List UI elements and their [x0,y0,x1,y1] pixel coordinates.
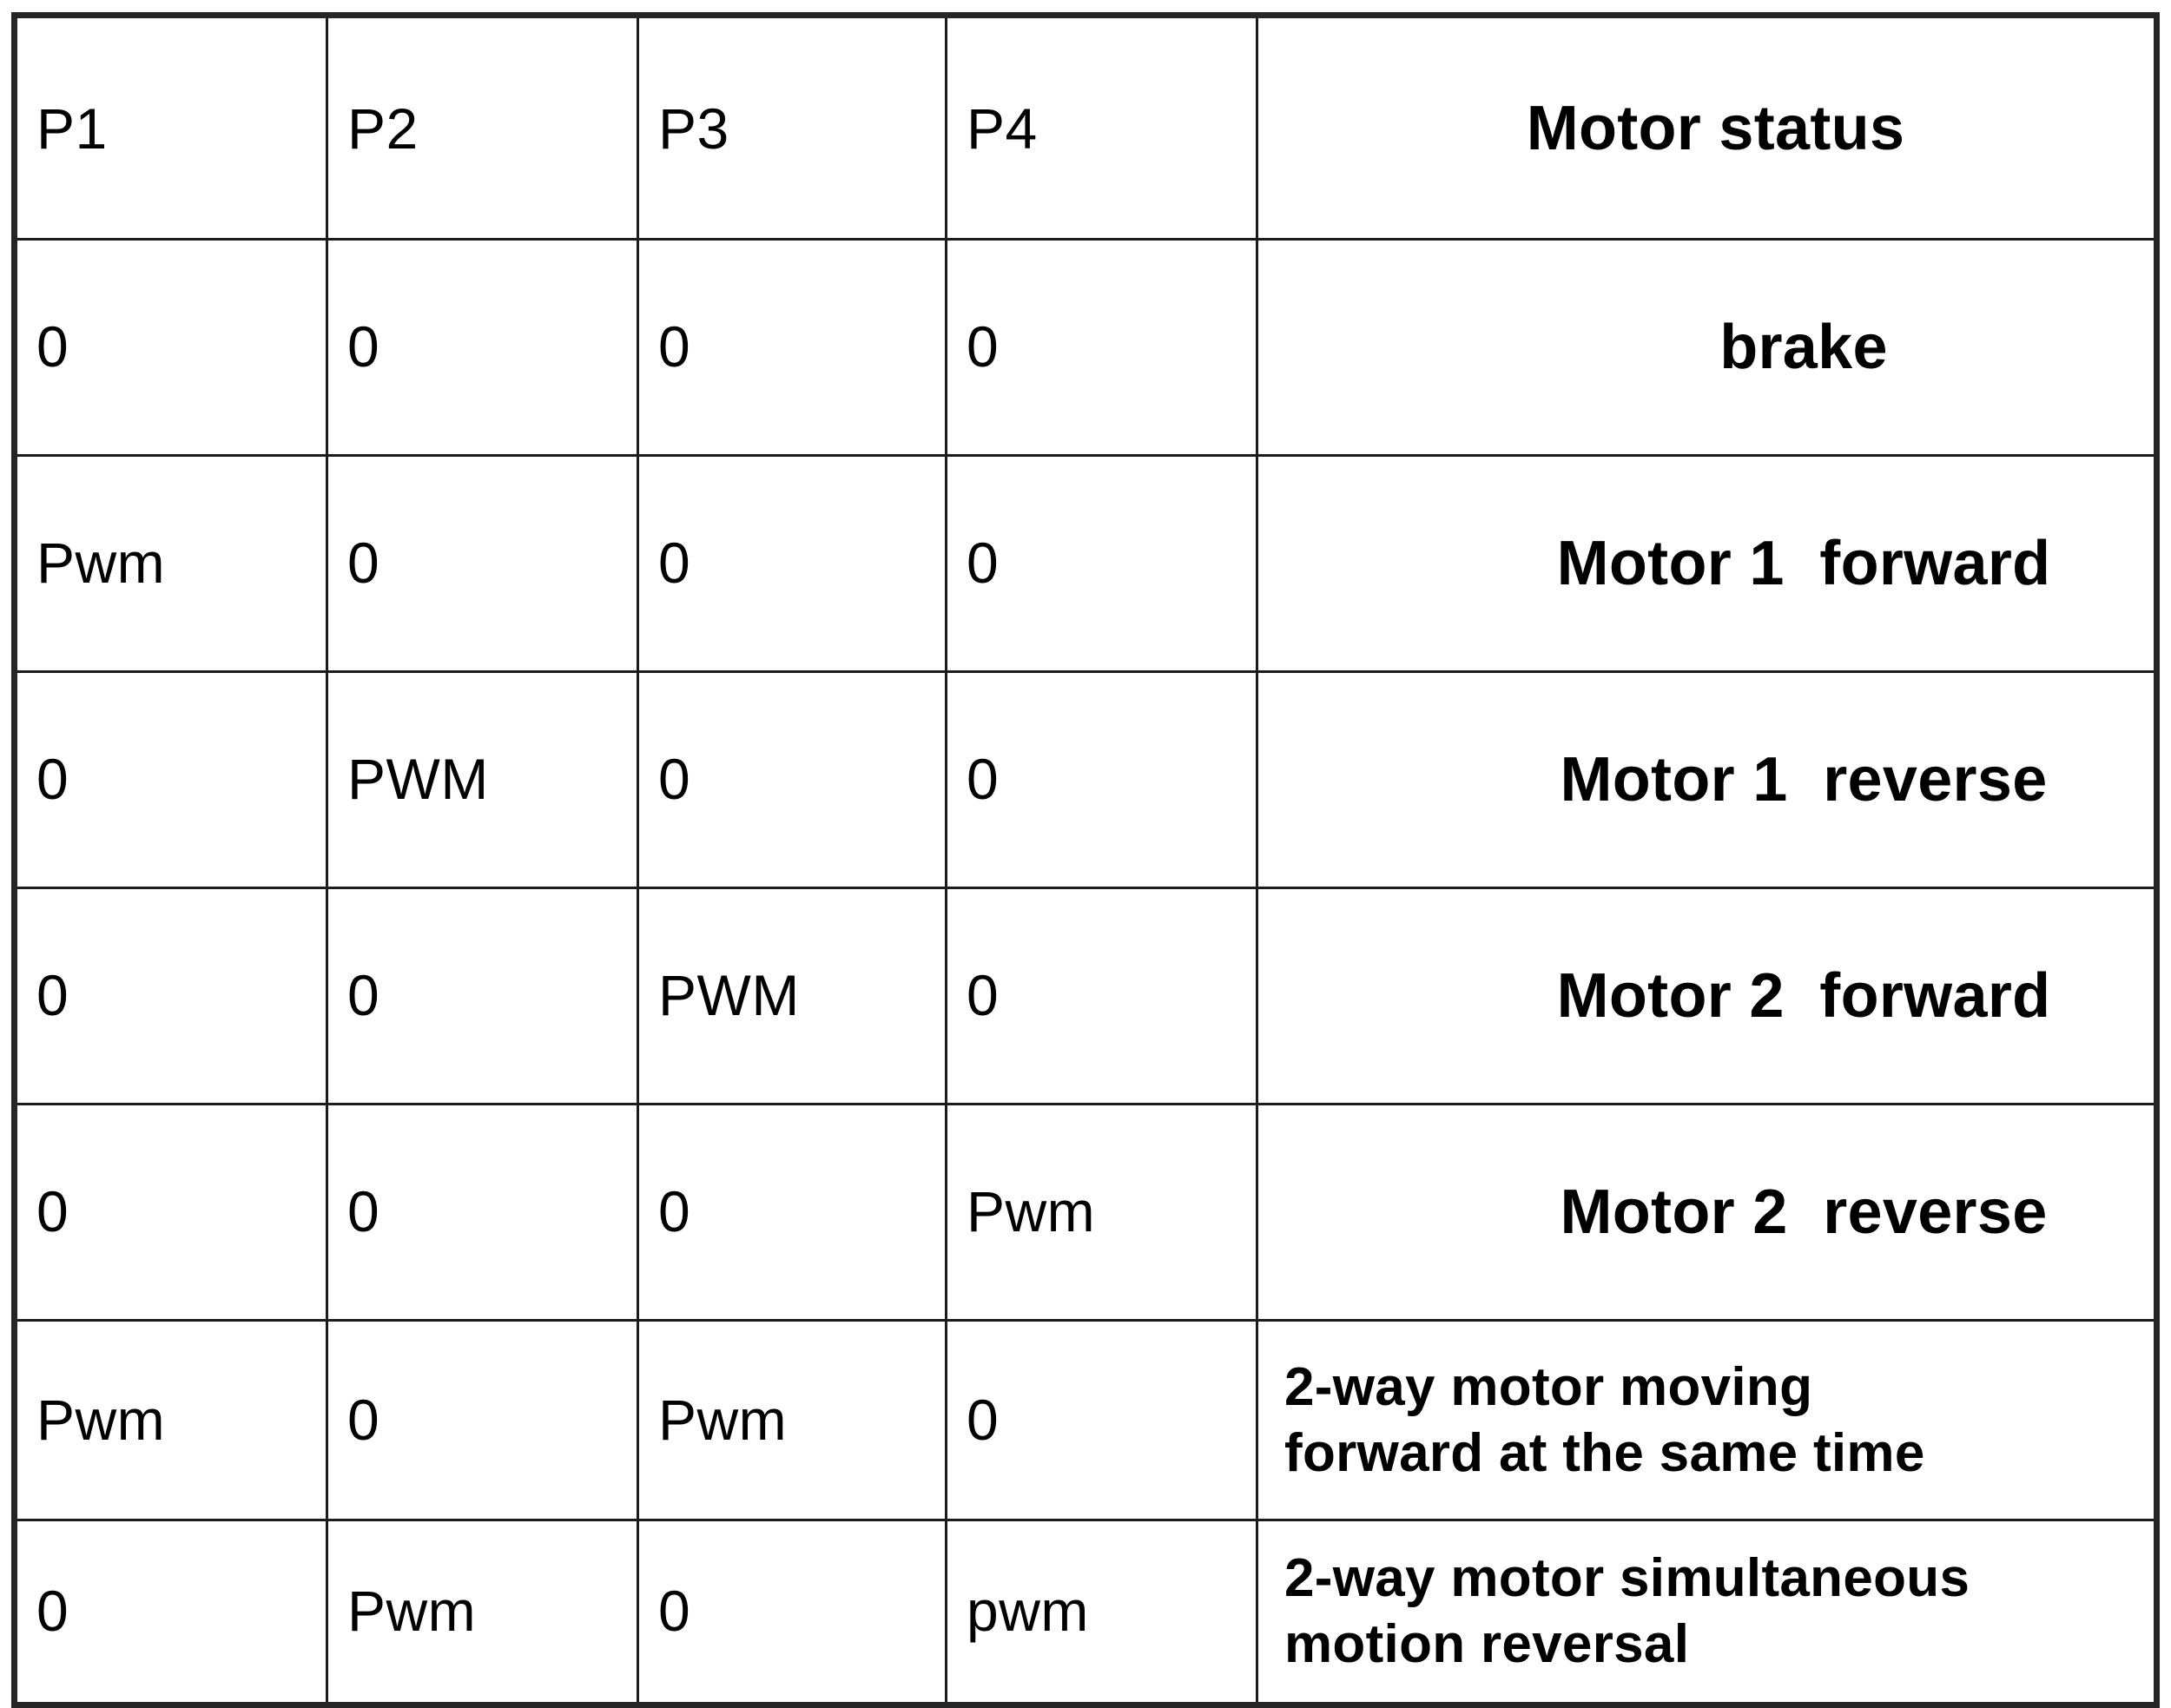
column-header-motor-status: Motor status [1256,14,2158,241]
table-row: 0 0 PWM 0 Motor 2 forward [13,887,2158,1105]
cell-p3: 0 [637,238,947,457]
motor-truth-table: P1 P2 P3 P4 Motor status 0 0 0 0 brake P… [11,12,2160,1708]
cell-p3: 0 [637,454,947,673]
cell-p1: Pwm [13,1319,328,1521]
cell-p3: PWM [637,887,947,1105]
status-line: Motor 1 forward [1556,529,2051,598]
cell-p4: 0 [945,887,1258,1105]
cell-motor-status: 2-way motor moving forward at the same t… [1256,1319,2158,1521]
cell-p2: 0 [326,1319,639,1521]
column-header-p2: P2 [326,14,639,241]
cell-p1: 0 [13,1103,328,1322]
status-line: Motor 2 reverse [1560,1177,2048,1247]
status-line: forward at the same time [1284,1422,1925,1483]
table-row: 0 PWM 0 0 Motor 1 reverse [13,670,2158,889]
cell-p1: 0 [13,887,328,1105]
status-line: Motor 2 forward [1556,961,2051,1031]
cell-p2: PWM [326,670,639,889]
cell-p2: 0 [326,238,639,457]
status-line: 2-way motor moving [1284,1356,1813,1417]
cell-p2: Pwm [326,1519,639,1706]
cell-p1: 0 [13,670,328,889]
table-row: 0 0 0 0 brake [13,238,2158,457]
cell-p4: 0 [945,238,1258,457]
cell-motor-status: brake [1256,238,2158,457]
cell-motor-status: Motor 1 reverse [1256,670,2158,889]
status-line: 2-way motor simultaneous [1284,1548,1970,1609]
cell-p2: 0 [326,1103,639,1322]
cell-motor-status: Motor 2 reverse [1256,1103,2158,1322]
cell-p1: Pwm [13,454,328,673]
cell-p1: 0 [13,238,328,457]
cell-p2: 0 [326,887,639,1105]
column-header-p4: P4 [945,14,1258,241]
cell-motor-status: 2-way motor simultaneous motion reversal [1256,1519,2158,1706]
table-row: 0 Pwm 0 pwm 2-way motor simultaneous mot… [13,1519,2158,1706]
cell-p4: 0 [945,454,1258,673]
cell-p3: Pwm [637,1319,947,1521]
motor-truth-table-container: P1 P2 P3 P4 Motor status 0 0 0 0 brake P… [11,12,2160,1708]
cell-p3: 0 [637,1103,947,1322]
cell-p2: 0 [326,454,639,673]
status-line: brake [1719,313,1888,382]
table-row: Pwm 0 Pwm 0 2-way motor moving forward a… [13,1319,2158,1521]
cell-p4: Pwm [945,1103,1258,1322]
cell-p4: pwm [945,1519,1258,1706]
table-row: 0 0 0 Pwm Motor 2 reverse [13,1103,2158,1322]
cell-p4: 0 [945,1319,1258,1521]
column-header-p1: P1 [13,14,328,241]
status-line: motion reversal [1284,1614,1690,1674]
status-line: Motor 1 reverse [1560,745,2048,814]
cell-p4: 0 [945,670,1258,889]
table-row: Pwm 0 0 0 Motor 1 forward [13,454,2158,673]
cell-motor-status: Motor 2 forward [1256,887,2158,1105]
cell-p3: 0 [637,670,947,889]
clipped-text-artifact: ... [129,0,354,3]
cell-p1: 0 [13,1519,328,1706]
table-header-row: P1 P2 P3 P4 Motor status [13,14,2158,241]
cell-motor-status: Motor 1 forward [1256,454,2158,673]
column-header-p3: P3 [637,14,947,241]
